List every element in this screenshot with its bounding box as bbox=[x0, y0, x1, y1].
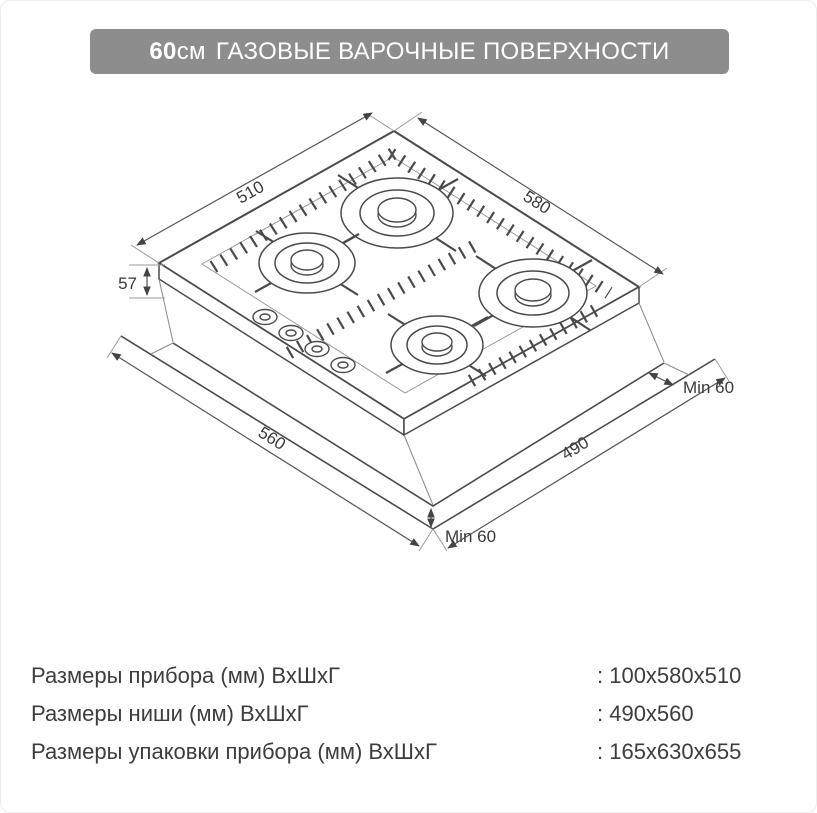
spec-label: Размеры ниши (мм) ВхШхГ bbox=[31, 701, 309, 726]
spec-row-niche-size: Размеры ниши (мм) ВхШхГ : 490x560 bbox=[31, 695, 786, 733]
spec-value: : 490x560 bbox=[597, 701, 694, 726]
spec-value: : 100x580x510 bbox=[597, 663, 742, 688]
dim-510-label: 510 bbox=[233, 177, 267, 207]
min-gap-bottom-label: Min 60 bbox=[445, 527, 496, 546]
header-unit: см bbox=[176, 37, 206, 65]
header-size: 60 bbox=[149, 37, 177, 65]
spec-label: Размеры упаковки прибора (мм) ВхШхГ bbox=[31, 739, 437, 764]
spec-value: : 165x630x655 bbox=[597, 739, 742, 764]
spec-label: Размеры прибора (мм) ВхШхГ bbox=[31, 663, 340, 688]
grate-comb bbox=[467, 301, 605, 387]
dim-490-label: 490 bbox=[558, 433, 592, 464]
hob-dimension-diagram: 510 580 57 560 490 Min 60 bbox=[106, 111, 734, 552]
grate-comb bbox=[209, 145, 401, 273]
min-gap-right-label: Min 60 bbox=[683, 378, 734, 397]
dim-57-label: 57 bbox=[118, 274, 137, 293]
specifications: Размеры прибора (мм) ВхШхГ : 100x580x510… bbox=[31, 657, 786, 771]
header-bar: 60 см ГАЗОВЫЕ ВАРОЧНЫЕ ПОВЕРХНОСТИ bbox=[90, 29, 729, 74]
dim-560-label: 560 bbox=[255, 423, 289, 454]
burner-left bbox=[254, 230, 360, 296]
header-title: ГАЗОВЫЕ ВАРОЧНЫЕ ПОВЕРХНОСТИ bbox=[215, 37, 670, 65]
spec-row-device-size: Размеры прибора (мм) ВхШхГ : 100x580x510 bbox=[31, 657, 786, 695]
grate-comb bbox=[285, 237, 483, 359]
hob-drawing bbox=[157, 129, 641, 437]
spec-row-package-size: Размеры упаковки прибора (мм) ВхШхГ : 16… bbox=[31, 733, 786, 771]
